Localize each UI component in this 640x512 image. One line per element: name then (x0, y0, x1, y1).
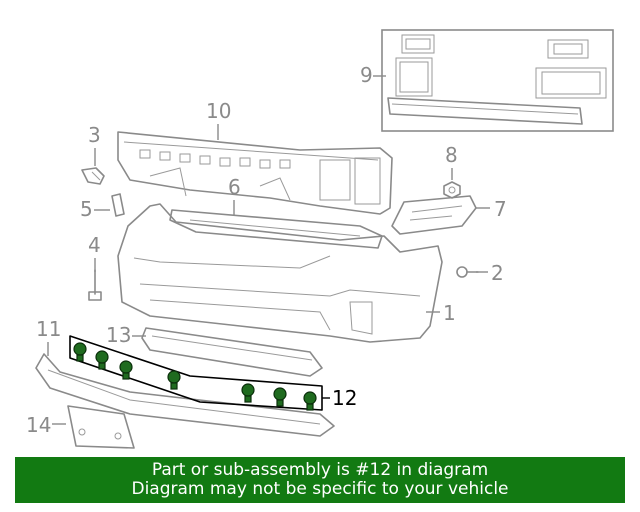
callout-9: 9 (360, 63, 373, 87)
callout-13: 13 (106, 323, 131, 347)
fastener-icon (73, 342, 87, 362)
part-8-nut (443, 181, 461, 199)
part-5-bracket (111, 193, 125, 217)
part-12-fastener-kit (69, 335, 323, 411)
callout-2: 2 (491, 261, 504, 285)
callout-14: 14 (26, 413, 51, 437)
part-4-bolt (88, 269, 102, 301)
callout-4: 4 (88, 233, 101, 257)
callout-1: 1 (443, 301, 456, 325)
banner-line-1: Part or sub-assembly is #12 in diagram (151, 460, 489, 480)
part-10-reinforcement (117, 131, 393, 215)
fastener-icon (241, 383, 255, 403)
part-13-lower-strip (141, 327, 323, 377)
part-2-pin (456, 266, 479, 278)
part-6-upper-panel (169, 209, 383, 249)
callout-12: 12 (332, 386, 357, 410)
part-11-valance (35, 353, 335, 437)
fastener-icon (95, 350, 109, 370)
fastener-icon (119, 360, 133, 380)
fastener-icon (273, 387, 287, 407)
part-3-clip (81, 167, 105, 185)
parts-diagram: 9 10 3 5 6 8 7 (26, 29, 614, 449)
part-14-plate-bracket (67, 405, 135, 449)
part-1-fascia (117, 203, 443, 343)
fastener-icon (167, 370, 181, 390)
callout-10: 10 (206, 99, 231, 123)
callout-11: 11 (36, 317, 61, 341)
callout-3: 3 (88, 123, 101, 147)
callout-8: 8 (445, 143, 458, 167)
callout-6: 6 (228, 175, 241, 199)
callout-7: 7 (494, 197, 507, 221)
fastener-icon (303, 391, 317, 411)
info-banner: Part or sub-assembly is #12 in diagram D… (15, 457, 625, 503)
part-9-inset (381, 29, 614, 132)
callout-5: 5 (80, 197, 93, 221)
banner-line-2: Diagram may not be specific to your vehi… (131, 479, 509, 499)
part-7-bracket (391, 195, 477, 235)
fastener-icons (73, 342, 317, 411)
